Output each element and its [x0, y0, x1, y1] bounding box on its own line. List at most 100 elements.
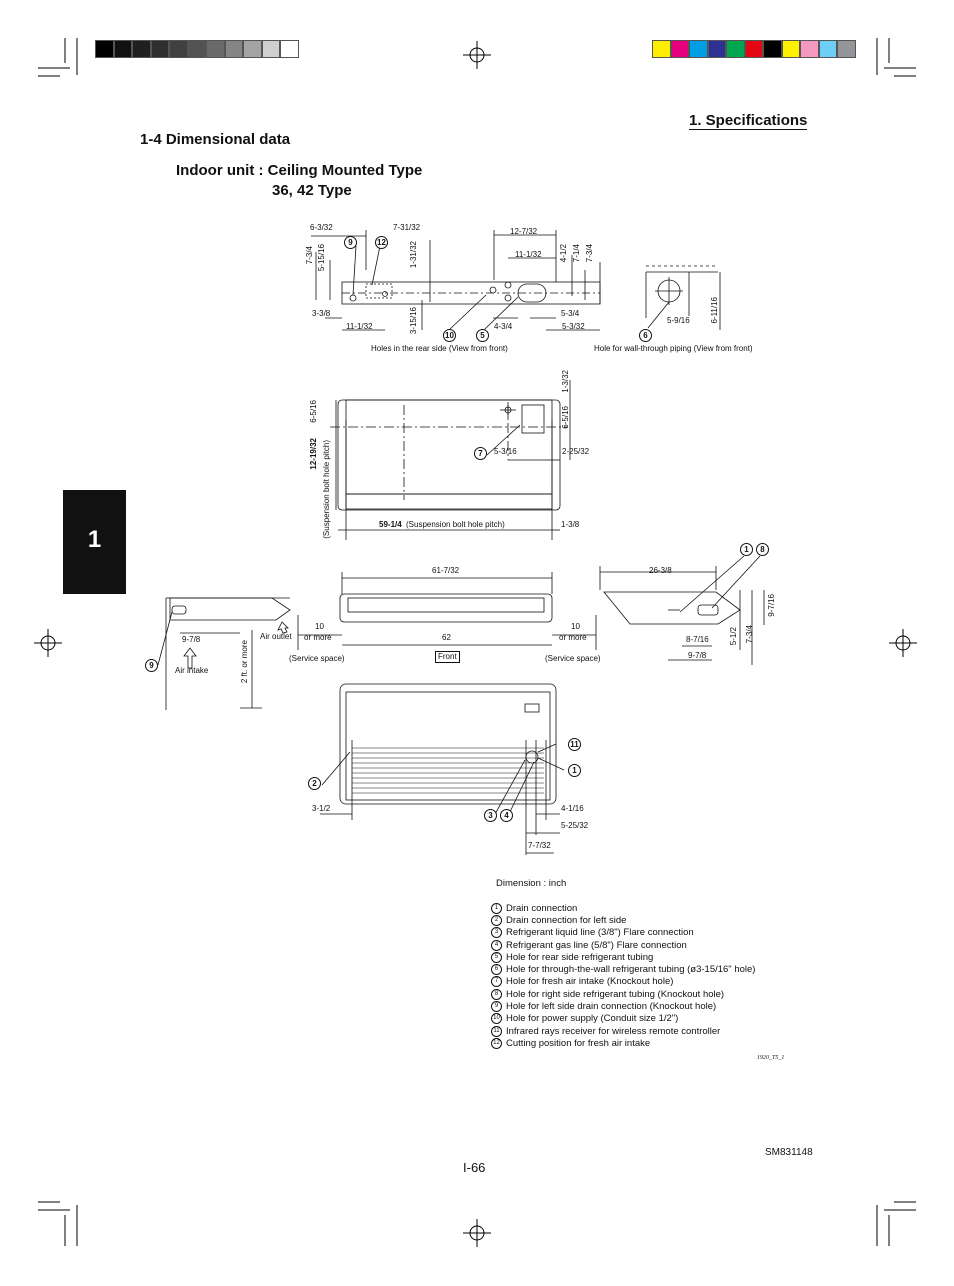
color-swatch: [763, 40, 782, 58]
color-swatch: [113, 40, 132, 58]
legend-number: 5: [491, 951, 502, 963]
legend-number: 9: [491, 1001, 502, 1013]
marker-9-top: 9: [344, 236, 357, 249]
color-swatch: [652, 40, 671, 58]
dimension-label: 1-31/32: [409, 241, 418, 269]
legend-number: 8: [491, 988, 502, 1000]
dimension-label: 5-3/16: [494, 447, 517, 456]
dimension-label: 59-1/4: [379, 520, 402, 529]
color-swatch: [837, 40, 856, 58]
marker-9-side: 9: [145, 659, 158, 672]
subtitle-size: 36, 42 Type: [272, 182, 352, 199]
dimension-label: Front: [435, 651, 460, 663]
legend-text: Hole for left side drain connection (Kno…: [506, 1001, 717, 1013]
legend-text: Drain connection: [506, 902, 578, 914]
legend-number: 4: [491, 939, 502, 951]
dimension-label: 6-3/32: [310, 223, 333, 232]
dimension-label: 12-19/32: [309, 438, 318, 470]
caption-rear-holes: Holes in the rear side (View from front): [371, 344, 508, 353]
registration-marks: [34, 41, 917, 1247]
dimension-label: 4-3/4: [494, 322, 513, 331]
dimension-label: 11-1/32: [346, 322, 373, 331]
dimension-label: 5-15/16: [317, 244, 326, 272]
dimension-label: 1-3/8: [561, 520, 580, 529]
chapter-tab: 1: [63, 490, 126, 594]
legend-item: 10 Hole for power supply (Conduit size 1/…: [491, 1013, 755, 1025]
legend-item: 2 Drain connection for left side: [491, 914, 755, 926]
legend-number: 6: [491, 964, 502, 976]
color-swatch: [800, 40, 819, 58]
legend-number: 11: [491, 1025, 502, 1037]
legend-number: 12: [491, 1037, 502, 1049]
marker-6: 6: [639, 329, 652, 342]
dimension-label: 5-9/16: [667, 316, 690, 325]
dimension-label: 2-25/32: [562, 447, 590, 456]
dimension-label: 9-7/8: [688, 651, 707, 660]
dimension-label: Air intake: [175, 666, 209, 675]
legend-item: 4 Refrigerant gas line (5/8") Flare conne…: [491, 939, 755, 951]
dimension-label: 26-3/8: [649, 566, 672, 575]
legend-item: 8 Hole for right side refrigerant tubing …: [491, 988, 755, 1000]
section-title: 1. Specifications: [689, 112, 808, 130]
dimension-label: 5-1/2: [729, 627, 738, 646]
dimension-label: 10: [315, 622, 324, 631]
marker-7: 7: [474, 447, 487, 460]
color-swatch: [280, 40, 299, 58]
marker-2: 2: [308, 777, 321, 790]
dimension-label: (Suspension bolt hole pitch): [322, 440, 331, 539]
legend-text: Hole for right side refrigerant tubing (…: [506, 988, 725, 1000]
dimension-label: 2 ft. or more: [240, 640, 249, 684]
dimension-label: 7-3/4: [585, 244, 594, 263]
color-swatch: [187, 40, 206, 58]
dimension-label: (Service space): [289, 654, 345, 663]
marker-1-side: 1: [740, 543, 753, 556]
color-swatch: [132, 40, 151, 58]
dimension-label: 5-3/4: [561, 309, 580, 318]
legend-text: Hole for rear side refrigerant tubing: [506, 951, 654, 963]
legend-text: Hole for fresh air intake (Knockout hole…: [506, 976, 674, 988]
color-swatch: [744, 40, 763, 58]
page-number: I-66: [463, 1160, 486, 1175]
dimension-label: 6-11/16: [710, 297, 719, 324]
dimension-label: 3-3/8: [312, 309, 331, 318]
dimension-label: 4-1/2: [559, 244, 568, 263]
dimension-label: 4-1/16: [561, 804, 584, 813]
dimension-label: 61-7/32: [432, 566, 460, 575]
marker-12: 12: [375, 236, 388, 249]
marker-8: 8: [756, 543, 769, 556]
dimension-label: 5-3/32: [562, 322, 585, 331]
legend-number: 2: [491, 914, 502, 926]
dimension-label: 62: [442, 633, 451, 642]
dimension-label: 5-25/32: [561, 821, 589, 830]
dimension-label: (Suspension bolt hole pitch): [406, 520, 505, 529]
dimension-label: 11-1/32: [515, 250, 542, 259]
legend-text: Hole for power supply (Conduit size 1/2"…: [506, 1013, 679, 1025]
legend-number: 7: [491, 976, 502, 988]
color-swatch: [689, 40, 708, 58]
legend-item: 7 Hole for fresh air intake (Knockout hol…: [491, 976, 755, 988]
dimension-label: 3-1/2: [312, 804, 331, 813]
dimension-unit: Dimension : inch: [496, 878, 567, 889]
subtitle-type: Indoor unit : Ceiling Mounted Type: [176, 162, 423, 179]
color-swatch: [243, 40, 262, 58]
dimension-label: 7-31/32: [393, 223, 421, 232]
dimension-label: 6-5/16: [561, 406, 570, 429]
dimension-label: 7-1/4: [572, 244, 581, 263]
marker-5: 5: [476, 329, 489, 342]
legend-number: 10: [491, 1013, 502, 1025]
color-swatch: [261, 40, 280, 58]
dimension-label: or more: [304, 633, 332, 642]
legend-text: Refrigerant gas line (5/8") Flare connec…: [506, 939, 687, 951]
legend-text: Hole for through-the-wall refrigerant tu…: [506, 964, 756, 976]
dimension-label: 6-5/16: [309, 400, 318, 423]
marker-4: 4: [500, 809, 513, 822]
color-swatch: [206, 40, 225, 58]
color-swatch: [726, 40, 745, 58]
legend-text: Drain connection for left side: [506, 914, 627, 926]
